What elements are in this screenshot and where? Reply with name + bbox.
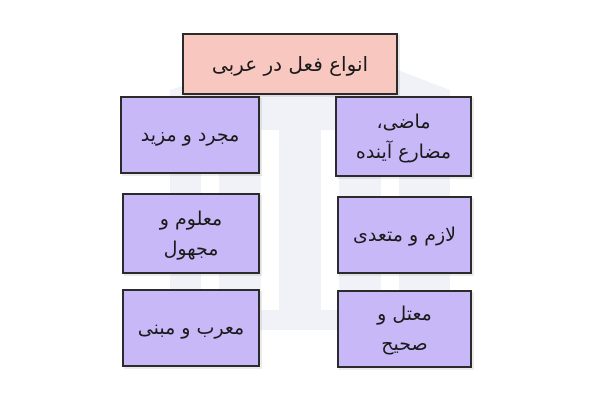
node-mojarrad-mazid: مجرد و مزید	[120, 96, 260, 174]
node-maloom-majhool: معلوم و مجهول	[122, 193, 260, 274]
diagram-title: انواع فعل در عربی	[182, 33, 398, 95]
node-mazi-mozare-ayande: ماضی، مضارع آینده	[335, 96, 472, 177]
node-motal-sahih: معتل و صحیح	[337, 290, 472, 368]
node-moarab-mabni: معرب و مبنی	[122, 289, 260, 367]
node-lazem-motaadi: لازم و متعدی	[337, 196, 472, 274]
